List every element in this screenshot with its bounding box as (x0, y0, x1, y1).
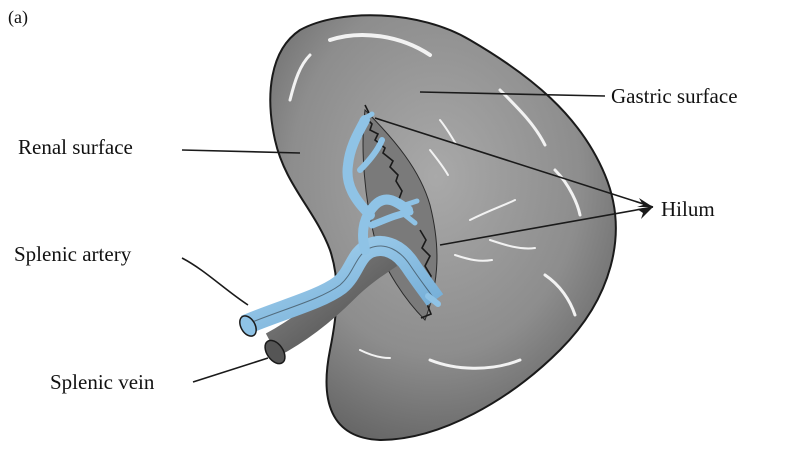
hilum-arrowhead-lower (637, 207, 653, 219)
spleen-organ (270, 15, 615, 440)
label-splenic-vein: Splenic vein (50, 372, 154, 393)
leader-artery (182, 258, 248, 305)
label-renal-surface: Renal surface (18, 137, 133, 158)
panel-label: (a) (8, 8, 28, 26)
leader-vein (193, 358, 268, 382)
label-splenic-artery: Splenic artery (14, 244, 131, 265)
label-gastric-surface: Gastric surface (611, 86, 738, 107)
label-hilum: Hilum (661, 199, 715, 220)
